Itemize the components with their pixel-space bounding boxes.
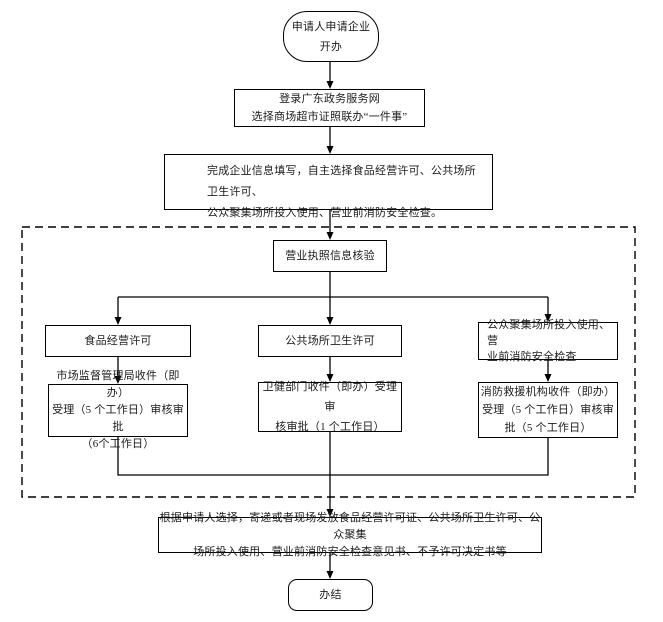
end-terminator: 办结	[288, 579, 373, 611]
login-step-box: 登录广东政务服务网 选择商场超市证照联办“一件事”	[234, 89, 425, 127]
start-line: 开办	[319, 40, 343, 53]
start-line: 申请人申请企业	[291, 20, 371, 33]
license-verify-label: 营业执照信息核验	[285, 249, 375, 262]
fill-info-line: 完成企业信息填写，自主选择食品经营许可、公共场所卫生许可、	[207, 165, 476, 198]
branch-food-license-box: 食品经营许可	[45, 325, 191, 357]
health-dept-line: 卫健部门收件（即办）受理审	[262, 381, 398, 413]
license-verify-box: 营业执照信息核验	[273, 240, 387, 272]
market-bureau-line: 受理（5 个工作日）审核审批	[52, 404, 184, 433]
branch-food-license-label: 食品经营许可	[84, 334, 152, 347]
issue-results-line: 根据申请人选择，寄递或者现场发放食品经营许可证、公共场所卫生许可、公众聚集	[159, 511, 541, 541]
branch-fire-use-box: 公众聚集场所投入使用、营 业前消防安全检查	[478, 319, 618, 363]
branch-split-merge-lines	[117, 272, 549, 476]
login-line: 选择商场超市证照联办“一件事”	[251, 111, 408, 123]
issue-results-box: 根据申请人选择，寄递或者现场发放食品经营许可证、公共场所卫生许可、公众聚集 场所…	[158, 512, 542, 558]
fill-info-step-box: 完成企业信息填写，自主选择食品经营许可、公共场所卫生许可、 公众聚集场所投入使用…	[164, 154, 493, 219]
login-line: 登录广东政务服务网	[279, 93, 380, 105]
fill-info-line: 公众聚集场所投入使用、营业前消防安全检查。	[207, 207, 443, 219]
fire-rescue-line: 批（5 个工作日）	[504, 422, 592, 434]
end-label: 办结	[319, 588, 342, 601]
branch-fire-use-line: 公众聚集场所投入使用、营	[487, 319, 611, 347]
branch-fire-use-line: 业前消防安全检查	[487, 351, 577, 363]
health-dept-detail-box: 卫健部门收件（即办）受理审 核审批（1 个工作日）	[258, 381, 402, 433]
fire-rescue-line: 受理（5 个工作日）审核审	[482, 404, 614, 416]
fire-rescue-detail-box: 消防救援机构收件（即办） 受理（5 个工作日）审核审 批（5 个工作日）	[478, 382, 618, 438]
issue-results-line: 场所投入使用、营业前消防安全检查意见书、不予许可决定书等	[193, 545, 507, 558]
branch-public-hygiene-box: 公共场所卫生许可	[258, 325, 402, 357]
start-terminator: 申请人申请企业 开办	[283, 11, 379, 62]
parallel-stage-outline	[21, 226, 636, 498]
market-bureau-line: 市场监督管理局收件（即办）	[56, 370, 180, 399]
market-bureau-detail-box: 市场监督管理局收件（即办） 受理（5 个工作日）审核审批 （6个工作日）	[48, 370, 188, 450]
market-bureau-line: （6个工作日）	[81, 438, 155, 450]
branch-public-hygiene-label: 公共场所卫生许可	[285, 334, 375, 347]
fire-rescue-line: 消防救援机构收件（即办）	[480, 386, 616, 398]
health-dept-line: 核审批（1 个工作日）	[275, 421, 385, 433]
